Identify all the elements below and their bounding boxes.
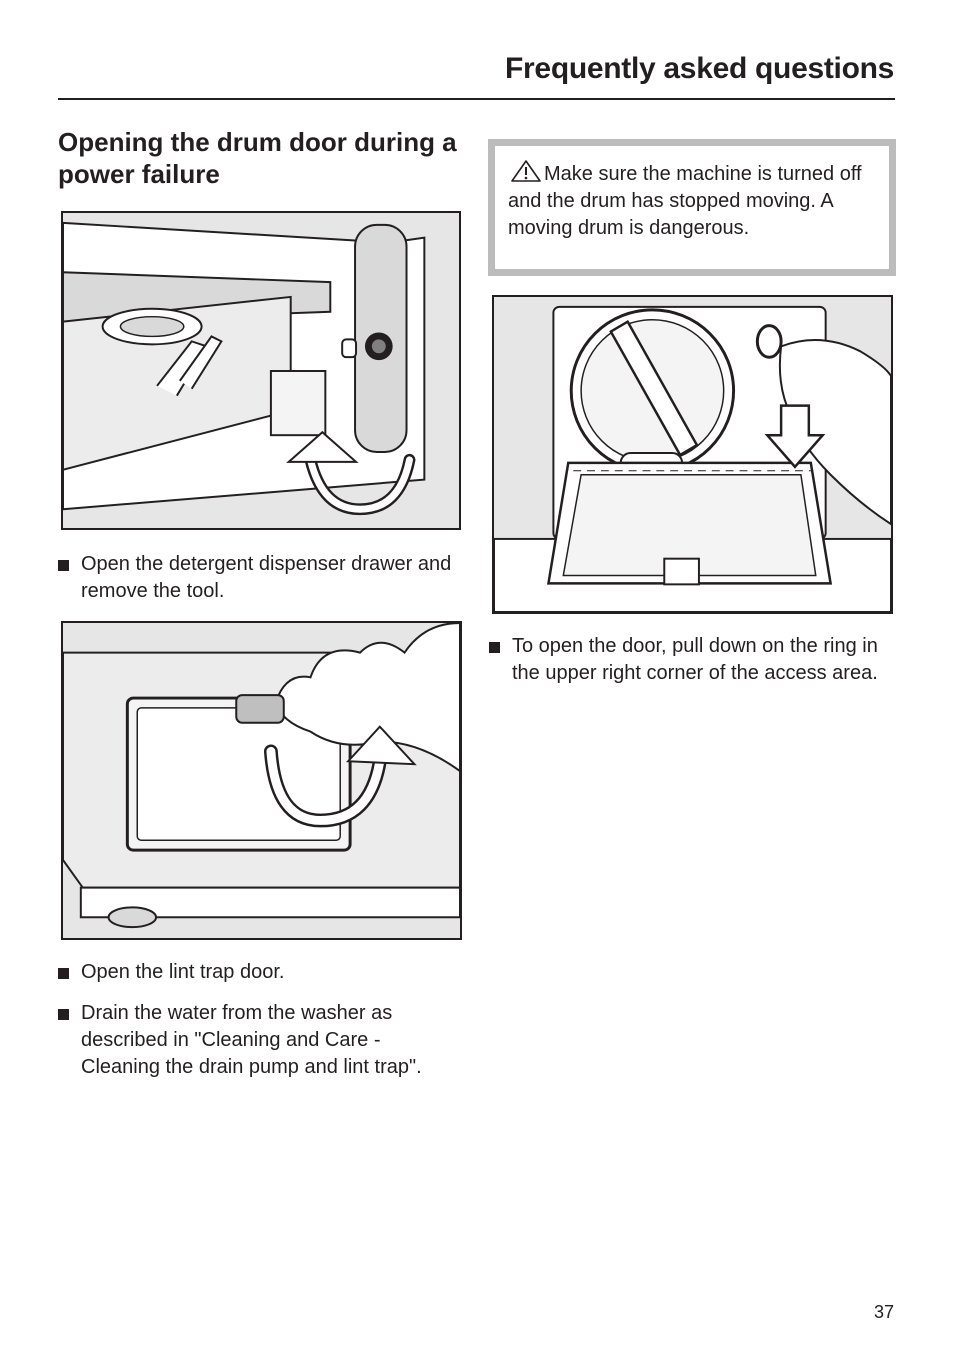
step-drain-water: Drain the water from the washer as descr… (58, 1000, 458, 1081)
step-pull-ring: To open the door, pull down on the ring … (489, 633, 889, 687)
bullet-square-icon (58, 560, 69, 571)
bullet-square-icon (58, 968, 69, 979)
step-remove-tool: Open the detergent dispenser drawer and … (58, 551, 458, 605)
bullet-square-icon (489, 642, 500, 653)
warning-text-panel: Make sure the machine is turned off and … (495, 146, 889, 269)
lint-trap-door-illustration (61, 621, 462, 940)
warning-triangle-icon (511, 160, 541, 182)
dispenser-drawer-tool-illustration (61, 211, 461, 530)
drum-door-ring-illustration (492, 295, 893, 614)
page-header-title: Frequently asked questions (505, 52, 894, 85)
bullet-square-icon (58, 1009, 69, 1020)
warning-text: Make sure the machine is turned off and … (508, 163, 862, 239)
warning-box: Make sure the machine is turned off and … (488, 139, 896, 276)
header-divider (58, 98, 895, 100)
step-open-lint-trap: Open the lint trap door. (58, 959, 458, 986)
page-number: 37 (873, 1302, 894, 1322)
section-title: Opening the drum door during a power fai… (58, 127, 457, 189)
